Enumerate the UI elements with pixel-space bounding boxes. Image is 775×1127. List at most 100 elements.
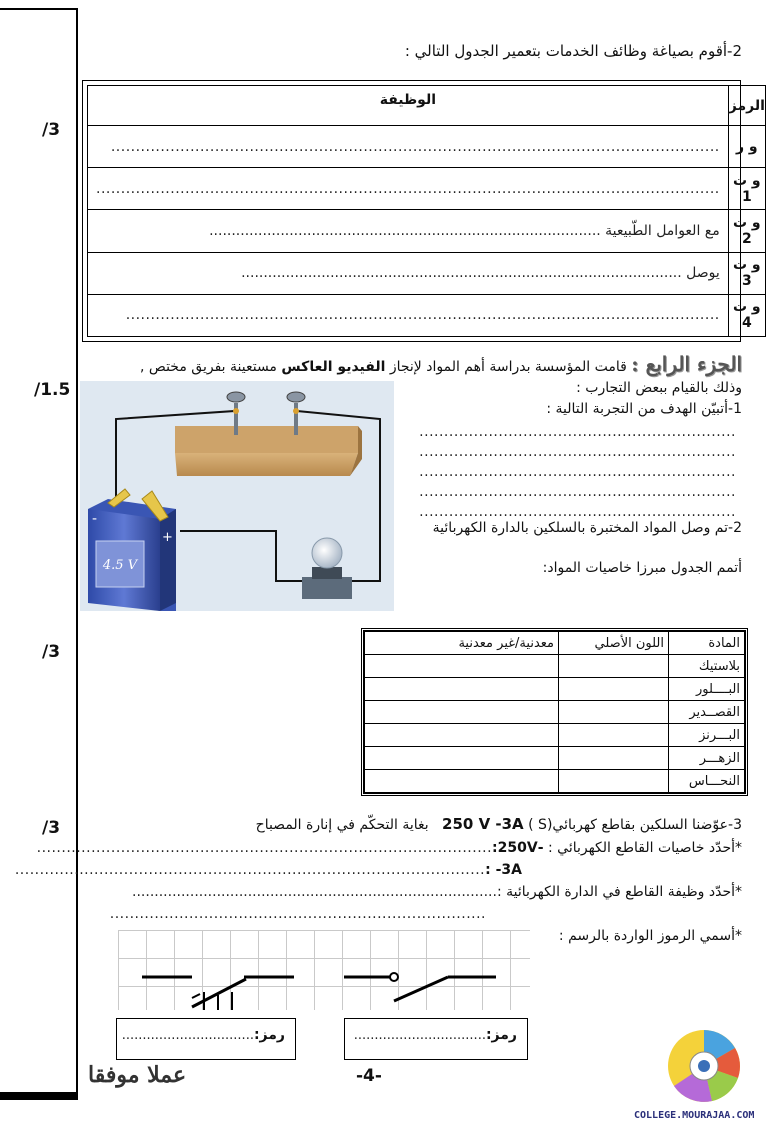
bulb-glass bbox=[311, 537, 343, 569]
material-name: الزهـــر bbox=[668, 746, 745, 770]
q3-prop2-answer[interactable]: ........................................… bbox=[14, 862, 486, 878]
score-margin-column bbox=[0, 8, 78, 1098]
bulb-socket bbox=[312, 567, 342, 579]
row-symbol: و ت 1 bbox=[727, 167, 766, 211]
functions-table: الرمز الوظيفة و ر ......................… bbox=[87, 84, 766, 338]
battery-side bbox=[160, 509, 176, 611]
q3-function-answer-line2[interactable]: ........................................… bbox=[110, 906, 486, 922]
material-name: بلاستيك bbox=[668, 654, 745, 678]
row-function-field[interactable]: ........................................… bbox=[87, 293, 729, 338]
q3-function-answer[interactable]: ........................................… bbox=[132, 884, 497, 900]
symbol-box-dots[interactable]: ................................ bbox=[121, 1028, 254, 1043]
material-metallic-cell[interactable] bbox=[364, 746, 559, 770]
site-logo-text: COLLEGE.MOURAJAA.COM bbox=[634, 1110, 755, 1121]
clip-right bbox=[293, 408, 299, 414]
q3-text-a: 3-عوّضنا السلكين بقاطع كهربائي bbox=[552, 817, 742, 833]
part4-intro-bold: الفيديو العاكس bbox=[281, 359, 386, 375]
material-name: البــــلور bbox=[668, 677, 745, 701]
symbols-grid bbox=[118, 930, 530, 1010]
symbol-answer-box[interactable]: رمز:................................ bbox=[116, 1018, 296, 1060]
part4-intro-line2: وذلك بالقيام ببعض التجارب : bbox=[576, 380, 742, 396]
q3-properties-label: *أحدّد خاصيات القاطع الكهربائي : bbox=[547, 840, 742, 856]
wood-block-side bbox=[350, 426, 362, 476]
part4-intro: الجزء الرابع : قامت المؤسسة بدراسة أهم ا… bbox=[100, 352, 742, 376]
material-color-cell[interactable] bbox=[558, 769, 669, 793]
q3-function-line: *أحدّد وظيفة القاطع في الدارة الكهربائية… bbox=[110, 884, 742, 900]
battery-terminal-left bbox=[107, 488, 131, 508]
score-part4-q1: /1.5 bbox=[34, 380, 71, 400]
material-color-cell[interactable] bbox=[558, 700, 669, 724]
row-function-field[interactable]: ........................................… bbox=[87, 125, 729, 169]
header-symbol: الرمز bbox=[727, 84, 766, 127]
material-metallic-cell[interactable] bbox=[364, 700, 559, 724]
nail-left-head bbox=[226, 391, 246, 403]
q3-function-label: *أحدّد وظيفة القاطع في الدارة الكهربائية… bbox=[496, 884, 742, 900]
battery-label-panel bbox=[95, 540, 145, 588]
q3-symbols-label: *أسمي الرموز الواردة بالرسم : bbox=[558, 928, 742, 944]
material-name: القصــدير bbox=[668, 700, 745, 724]
functions-table-frame: الرمز الوظيفة و ر ......................… bbox=[82, 80, 766, 342]
materials-header-color: اللون الأصلي bbox=[558, 631, 669, 655]
symbol-box-label: رمز: bbox=[253, 1027, 285, 1043]
materials-header-material: المادة bbox=[668, 631, 745, 655]
material-color-cell[interactable] bbox=[558, 746, 669, 770]
battery-terminal-right bbox=[141, 490, 169, 522]
row-function-field[interactable]: ........................................… bbox=[87, 167, 729, 211]
answer-line[interactable]: ........................................… bbox=[420, 424, 736, 440]
answer-line[interactable]: ........................................… bbox=[420, 504, 736, 520]
q3-text-c: بغاية التحكّم في إنارة المصباح bbox=[255, 817, 429, 833]
part4-intro-text: قامت المؤسسة بدراسة أهم المواد لإنجاز bbox=[389, 359, 627, 375]
q3-prop1-answer[interactable]: ........................................… bbox=[36, 840, 493, 856]
material-metallic-cell[interactable] bbox=[364, 677, 559, 701]
q3-statement: 3-عوّضنا السلكين بقاطع كهربائي(S ) 250 V… bbox=[220, 815, 742, 833]
material-metallic-cell[interactable] bbox=[364, 723, 559, 747]
page-number: -4- bbox=[356, 1066, 382, 1086]
row-symbol: و ت 3 bbox=[727, 251, 766, 295]
part4-q2-sub: أتمم الجدول مبرزا خاصيات المواد: bbox=[542, 560, 742, 576]
answer-line[interactable]: ........................................… bbox=[420, 444, 736, 460]
material-color-cell[interactable] bbox=[558, 677, 669, 701]
wood-block-top bbox=[175, 426, 358, 453]
material-color-cell[interactable] bbox=[558, 654, 669, 678]
q3-properties-line: *أحدّد خاصيات القاطع الكهربائي : -250V:.… bbox=[37, 840, 742, 856]
score-materials: /3 bbox=[42, 642, 61, 662]
switch-symbol bbox=[344, 972, 496, 1003]
material-name: النحـــاس bbox=[668, 769, 745, 793]
score-q2: /3 bbox=[42, 120, 61, 140]
answer-line[interactable]: ........................................… bbox=[420, 484, 736, 500]
wire-right bbox=[296, 410, 381, 582]
row-symbol: و ت 2 bbox=[727, 209, 766, 253]
bulb-base bbox=[302, 577, 352, 599]
wood-block-front bbox=[175, 453, 358, 476]
q3-prop2-line: 3A- :...................................… bbox=[15, 862, 522, 878]
nail-right bbox=[294, 403, 298, 435]
material-name: البـــرنز bbox=[668, 723, 745, 747]
symbol-box-dots[interactable]: ................................ bbox=[353, 1028, 486, 1043]
wire-bottom bbox=[180, 530, 305, 582]
q3-text-b: (S ) bbox=[528, 817, 553, 833]
margin-bottom-bar bbox=[0, 1092, 78, 1100]
materials-header-metallic: معدنية/غير معدنية bbox=[364, 631, 559, 655]
materials-table-frame: المادة اللون الأصلي معدنية/غير معدنية بل… bbox=[361, 628, 748, 796]
row-function-field[interactable]: يوصل ...................................… bbox=[87, 251, 729, 295]
battery-voltage-label: 4.5 V bbox=[102, 558, 139, 573]
material-color-cell[interactable] bbox=[558, 723, 669, 747]
part4-q1: 1-أتبيّن الهدف من التجربة التالية : bbox=[546, 401, 742, 417]
answer-line[interactable]: ........................................… bbox=[420, 464, 736, 480]
material-metallic-cell[interactable] bbox=[364, 769, 559, 793]
q2-title: 2-أقوم بصياغة وظائف الخدمات بتعمير الجدو… bbox=[404, 42, 742, 60]
switch-symbols-drawing bbox=[142, 972, 496, 1010]
site-logo-icon bbox=[668, 1030, 740, 1102]
symbol-answer-box[interactable]: رمز:................................ bbox=[344, 1018, 528, 1060]
battery-minus-sign: - bbox=[92, 511, 97, 527]
clip-left bbox=[233, 408, 239, 414]
materials-table: المادة اللون الأصلي معدنية/غير معدنية بل… bbox=[364, 631, 745, 793]
material-metallic-cell[interactable] bbox=[364, 654, 559, 678]
q3-prop2-key: 3A- : bbox=[485, 862, 522, 878]
margin-top-border bbox=[0, 8, 78, 10]
push-button-symbol bbox=[142, 975, 294, 1010]
row-function-field[interactable]: مع العوامل الطّبيعية ...................… bbox=[87, 209, 729, 253]
battery-plus-sign: + bbox=[162, 530, 173, 545]
nail-right-head bbox=[286, 391, 306, 403]
part4-q2: 2-تم وصل المواد المختبرة بالسلكين بالدار… bbox=[432, 520, 742, 536]
